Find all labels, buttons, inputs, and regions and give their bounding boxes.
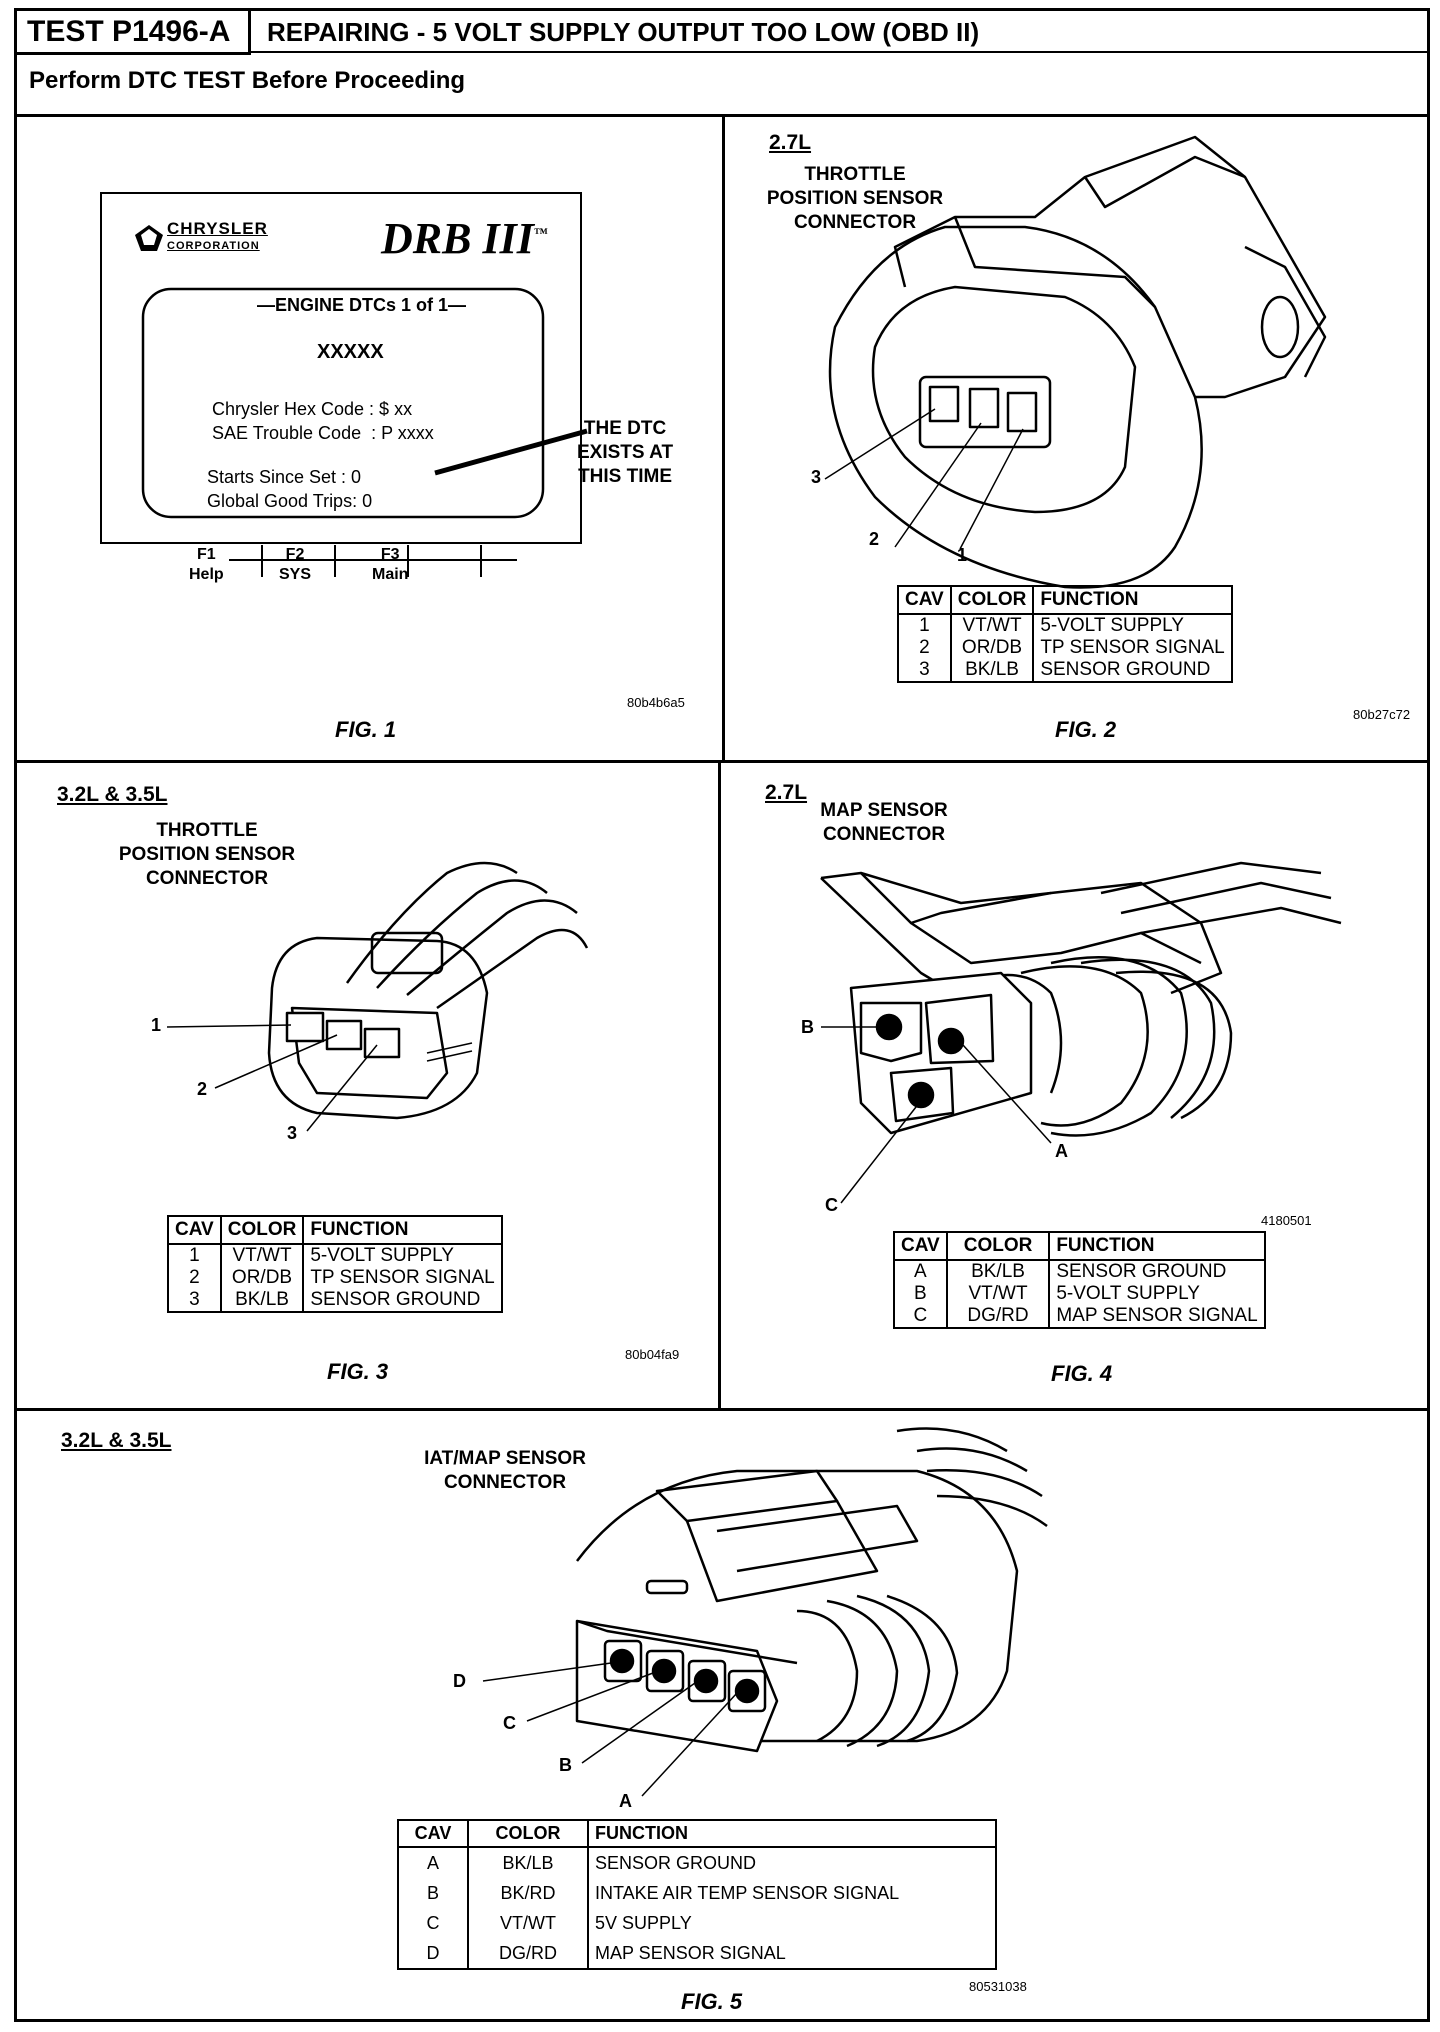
- fig3-pin-3: 3: [287, 1123, 298, 1143]
- fig3-label: FIG. 3: [327, 1359, 389, 1384]
- tps-connector-32-drawing: [166, 861, 589, 1132]
- fig5-engine: 3.2L & 3.5L: [61, 1429, 172, 1452]
- iat-map-connector-drawing: [482, 1427, 1048, 1797]
- dtc-code: XXXXX: [317, 341, 384, 363]
- fig5-code: 80531038: [969, 1979, 1027, 1994]
- fig3-pin-2: 2: [197, 1079, 208, 1099]
- starts-since-set-line: Starts Since Set : 0: [207, 467, 362, 487]
- drb-logo: DRB III™: [381, 214, 548, 263]
- page-title: REPAIRING - 5 VOLT SUPPLY OUTPUT TOO LOW…: [267, 17, 980, 47]
- fig4-label: FIG. 4: [1051, 1361, 1113, 1386]
- global-good-trips-line: Global Good Trips: 0: [207, 491, 373, 511]
- fig5-pin-a: A: [619, 1791, 632, 1811]
- fig4-code: 4180501: [1261, 1213, 1312, 1228]
- test-id: TEST P1496-A: [17, 11, 251, 55]
- map-connector-27-drawing: [820, 861, 1342, 1204]
- chrysler-pentastar-icon: [135, 225, 163, 251]
- drb-scan-tool-drawing: [100, 192, 588, 577]
- fig5-pin-b: B: [559, 1755, 572, 1775]
- fig2-pin-2: 2: [869, 529, 880, 549]
- fig2-pin-3: 3: [811, 467, 822, 487]
- subtitle: Perform DTC TEST Before Proceeding: [29, 67, 466, 94]
- fig4-pin-a: A: [1055, 1141, 1068, 1161]
- fig5-pin-d: D: [453, 1671, 466, 1691]
- screen-title: —ENGINE DTCs 1 of 1—: [257, 295, 467, 315]
- fig2-engine: 2.7L: [769, 131, 812, 154]
- fig3-code: 80b04fa9: [625, 1347, 680, 1362]
- fig4-engine: 2.7L: [765, 781, 808, 804]
- fig2-code: 80b27c72: [1353, 707, 1411, 722]
- procedure-page: TEST P1496-A REPAIRING - 5 VOLT SUPPLY O…: [14, 8, 1430, 2022]
- tps-connector-27-drawing: [824, 135, 1327, 589]
- callout-line: [434, 428, 588, 476]
- subtitle-bar: Perform DTC TEST Before Proceeding: [17, 55, 1427, 117]
- fig5-pin-c: C: [503, 1713, 516, 1733]
- fig3-engine: 3.2L & 3.5L: [57, 783, 168, 806]
- fig1-code: 80b4b6a5: [627, 695, 685, 710]
- fig4-pin-c: C: [825, 1195, 838, 1215]
- fig2-label: FIG. 2: [1055, 717, 1117, 742]
- fig2-pin-1: 1: [957, 545, 968, 565]
- fig5-label: FIG. 5: [681, 1989, 743, 2014]
- fig4-pin-b: B: [801, 1017, 814, 1037]
- hex-code-line: Chrysler Hex Code : $ xx: [212, 399, 413, 419]
- fig1-label: FIG. 1: [335, 717, 397, 742]
- title-bar: TEST P1496-A REPAIRING - 5 VOLT SUPPLY O…: [17, 11, 1427, 55]
- fig3-pin-1: 1: [151, 1015, 162, 1035]
- sae-code-line: SAE Trouble Code : P xxxx: [212, 423, 434, 443]
